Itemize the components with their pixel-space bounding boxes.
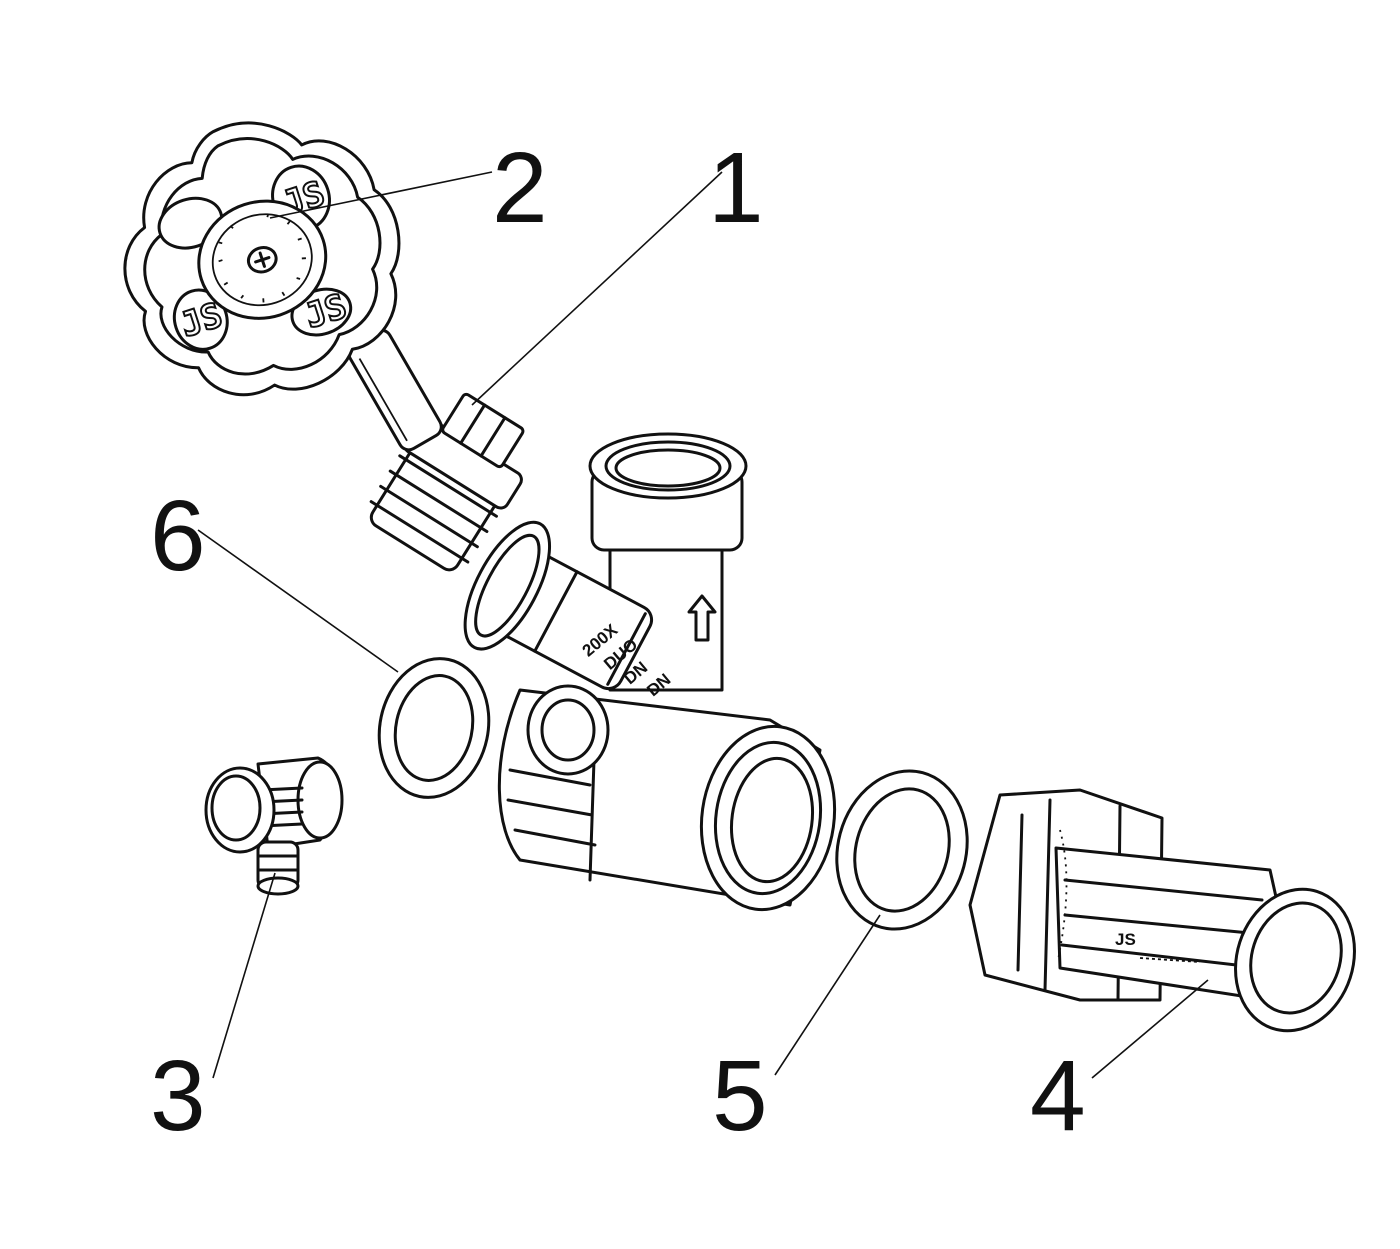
leader-line-2: [269, 171, 493, 219]
part-1-bonnet-stem: [347, 328, 525, 572]
leader-line-3: [212, 872, 276, 1079]
part-4-union-connector: JS: [968, 788, 1356, 1033]
valve-body: 200X DUO DN DN: [463, 432, 837, 912]
part-6-seal-ring: [377, 657, 491, 799]
callout-5: 5: [712, 1040, 768, 1152]
callout-2: 2: [492, 132, 548, 244]
leader-line-5: [774, 914, 881, 1076]
callout-6: 6: [150, 480, 206, 592]
leader-line-1: [471, 171, 723, 406]
leader-line-4: [1091, 979, 1209, 1079]
part-2-handwheel: JS JS JS: [123, 121, 401, 397]
flow-arrow-icon: [687, 594, 717, 642]
callout-4: 4: [1030, 1040, 1086, 1152]
part-5-seal-ring: [835, 769, 969, 931]
callout-1: 1: [708, 132, 764, 244]
part-3-drain-valve: [204, 756, 344, 896]
callout-3: 3: [150, 1040, 206, 1152]
leader-line-6: [197, 529, 399, 673]
brand-logo-icon: JS: [1115, 930, 1136, 949]
